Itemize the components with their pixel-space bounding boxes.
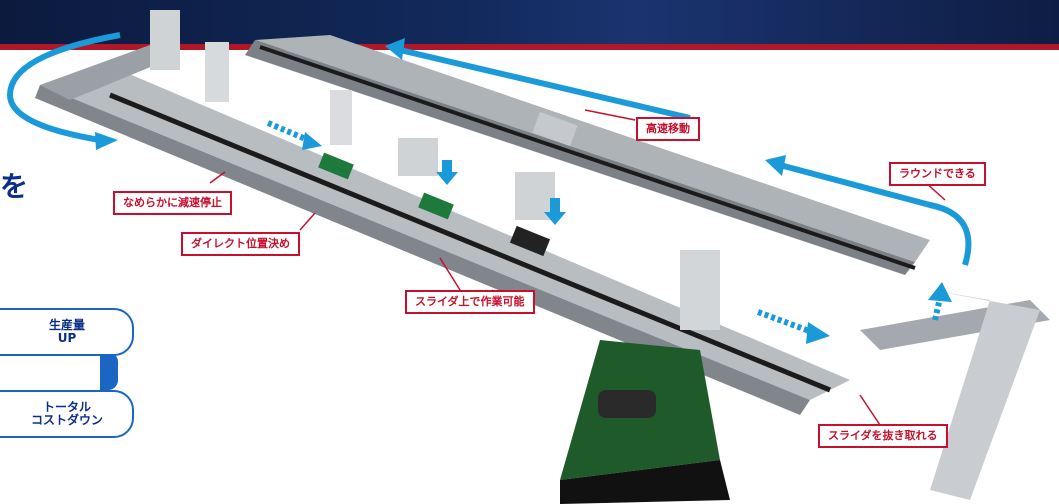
callout-work-on-slider: スライダ上で作業可能 (405, 290, 535, 314)
arrow-down-1 (436, 160, 458, 185)
rail-far (255, 35, 930, 262)
benefit-productivity: 生産量 UP (0, 308, 134, 356)
leader-high-speed (584, 109, 636, 121)
arrow-down-2 (544, 198, 566, 225)
arrow-up (932, 297, 943, 321)
robot-3 (330, 90, 352, 145)
robot-6 (680, 250, 720, 330)
arrow-left-loop-head (95, 132, 118, 150)
robot-1 (150, 10, 180, 70)
pcb-1 (318, 152, 354, 180)
arrow-round-head (765, 155, 786, 176)
callout-round: ラウンドできる (889, 162, 986, 186)
arrow-left-loop (6, 32, 121, 143)
robot-4 (398, 138, 438, 176)
callout-smooth-stop: なめらかに減速停止 (113, 191, 232, 215)
clipped-heading-text: を (0, 170, 29, 203)
arrow-out-head (806, 322, 830, 344)
arrow-out (756, 309, 814, 335)
robot-2 (205, 42, 229, 102)
leader-remove (859, 394, 881, 426)
arrow-up-head (928, 282, 952, 302)
benefit-connector (100, 352, 118, 390)
cross-track-left (40, 45, 180, 100)
benefit-productivity-line1: 生産量 (48, 318, 85, 332)
leader-direct (299, 212, 316, 231)
arrow-direct-head (302, 132, 322, 150)
slider-far (532, 111, 578, 147)
leader-work (439, 257, 461, 291)
callout-direct-position: ダイレクト位置決め (181, 232, 300, 256)
rail-near-belt (109, 92, 831, 393)
device-3 (509, 225, 551, 257)
arrow-high-speed-head (385, 38, 405, 60)
benefit-productivity-line2: UP (57, 331, 77, 345)
pcb-bottom-base (560, 460, 730, 504)
arrow-direct (266, 120, 310, 143)
device-bottom (598, 390, 656, 418)
rail-far-belt (259, 45, 916, 270)
callout-remove-slider: スライダを抜き取れる (818, 424, 948, 448)
benefit-cost-line1: トータル (42, 400, 91, 414)
benefit-cost-line2: コストダウン (30, 413, 103, 427)
right-end-unit (930, 290, 1040, 500)
leader-smooth (209, 171, 226, 184)
rail-near-side (35, 85, 810, 415)
arrow-round (779, 162, 972, 266)
benefit-cost: トータル コストダウン (0, 390, 134, 438)
arrow-high-speed (399, 47, 691, 121)
callout-high-speed: 高速移動 (636, 117, 700, 141)
pcb-2 (418, 192, 454, 220)
